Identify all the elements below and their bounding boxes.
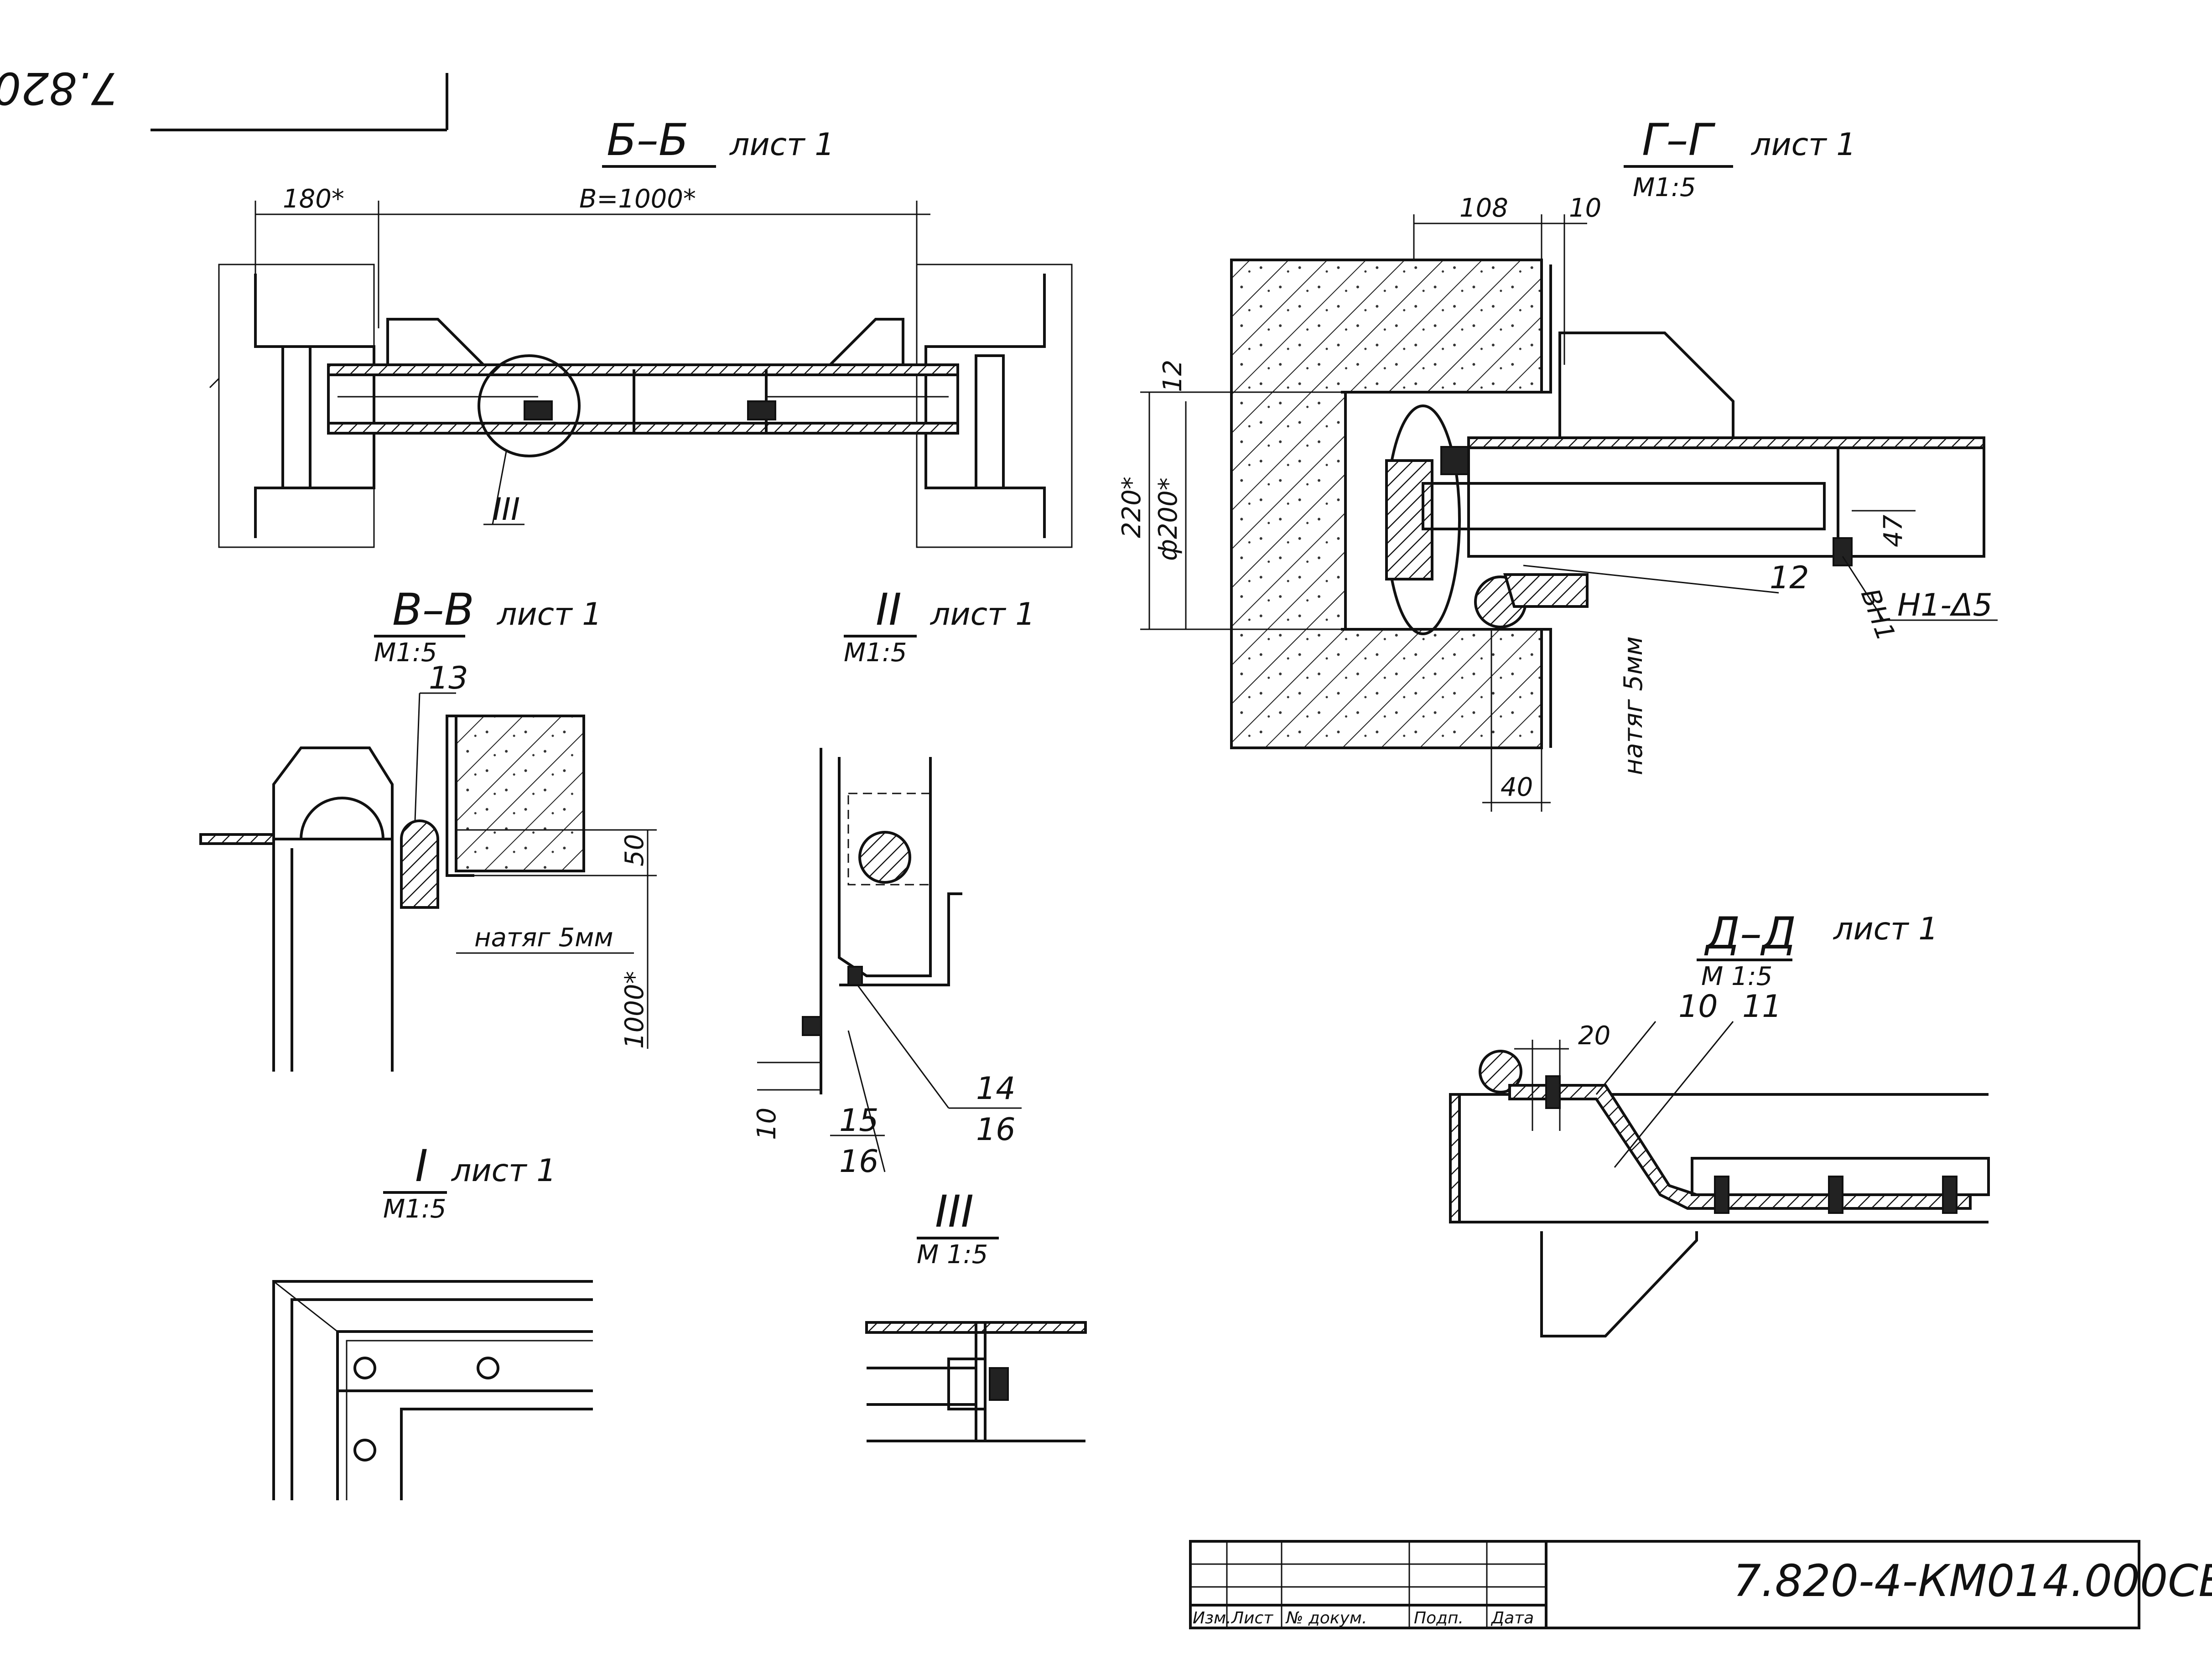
section-gg-scale: М1:5 bbox=[1633, 173, 1696, 202]
reversed-stamp-text: 7.820-4-КМ014.000 bbox=[0, 62, 119, 114]
gg-dim-12: 12 bbox=[1158, 360, 1188, 392]
section-bb-sheet: лист 1 bbox=[729, 127, 835, 163]
gg-tension: натяг 5мм bbox=[1619, 636, 1648, 775]
ii-part-15: 15 bbox=[839, 1103, 879, 1139]
section-vv-title: В–В bbox=[392, 584, 474, 635]
tb-header-date: Дата bbox=[1490, 1609, 1534, 1627]
bb-dim-left: 180* bbox=[283, 184, 344, 214]
section-gg-sheet: лист 1 bbox=[1750, 127, 1856, 163]
section-ii-sheet: лист 1 bbox=[929, 596, 1035, 632]
vv-tension: натяг 5мм bbox=[474, 923, 613, 953]
gg-dim-40: 40 bbox=[1501, 772, 1533, 802]
section-bb-title: Б–Б bbox=[607, 114, 689, 166]
dd-dim-20: 20 bbox=[1578, 1021, 1610, 1051]
node-i-title: I bbox=[415, 1140, 428, 1192]
vv-dim-1000: 1000* bbox=[620, 971, 649, 1049]
tb-header-doc: № докум. bbox=[1285, 1609, 1367, 1627]
section-vv-scale: М1:5 bbox=[374, 638, 437, 668]
ii-part-16b: 16 bbox=[839, 1144, 879, 1180]
vv-part-13: 13 bbox=[429, 660, 468, 696]
node-iii-scale: М 1:5 bbox=[917, 1240, 988, 1270]
section-gg-title: Г–Г bbox=[1642, 114, 1715, 166]
gg-part-12: 12 bbox=[1770, 560, 1809, 596]
vv-dim-50: 50 bbox=[620, 834, 649, 866]
node-iii: III М 1:5 bbox=[865, 1186, 1087, 1442]
tb-header-list: Лист bbox=[1231, 1609, 1273, 1627]
node-i-sheet: лист 1 bbox=[451, 1153, 556, 1189]
gg-dim-47: 47 bbox=[1879, 514, 1908, 547]
tb-header-izm: Изм. bbox=[1193, 1609, 1231, 1627]
section-ii-title: II bbox=[876, 584, 902, 635]
reversed-stamp: 7.820-4-КМ014.000 bbox=[0, 62, 448, 131]
node-iii-title: III bbox=[935, 1186, 974, 1237]
section-ii-scale: М1:5 bbox=[844, 638, 907, 668]
section-dd-scale: М 1:5 bbox=[1701, 962, 1772, 991]
dd-part-10: 10 bbox=[1678, 989, 1718, 1025]
gg-weld-h1: Н1-Δ5 bbox=[1897, 587, 1993, 623]
tb-drawing-code: 7.820-4-КМ014.000СБ bbox=[1733, 1555, 2212, 1607]
ii-part-16a: 16 bbox=[976, 1112, 1016, 1148]
gg-dim-108: 108 bbox=[1459, 193, 1508, 223]
section-dd: Д–Д лист 1 М 1:5 20 10 11 bbox=[1449, 908, 1990, 1337]
title-block: Изм. Лист № докум. Подп. Дата 7.820-4-КМ… bbox=[1189, 1540, 2212, 1629]
bb-callout-label: III bbox=[493, 492, 520, 528]
section-vv-sheet: лист 1 bbox=[496, 596, 602, 632]
section-dd-sheet: лист 1 bbox=[1833, 911, 1938, 947]
gg-weld-vn1: ВН1 bbox=[1855, 585, 1901, 645]
section-ii: II лист 1 М1:5 10 14 16 15 16 bbox=[752, 584, 1035, 1180]
section-bb: Б–Б лист 1 180* B=1000* bbox=[209, 114, 1073, 548]
node-i-scale: М1:5 bbox=[383, 1194, 446, 1224]
bb-dim-width: B=1000* bbox=[579, 184, 696, 214]
ii-dim-10: 10 bbox=[752, 1108, 782, 1140]
section-vv: В–В лист 1 М1:5 50 натяг 5мм 1000* 13 bbox=[199, 584, 657, 1072]
gg-dim-220: 220* bbox=[1117, 477, 1147, 538]
node-i: I лист 1 М1:5 bbox=[272, 1140, 593, 1500]
gg-dim-d200: ф200* bbox=[1153, 477, 1183, 561]
section-gg: Г–Г лист 1 М1:5 108 10 12 220* ф200* bbox=[1117, 114, 1998, 812]
ii-part-14: 14 bbox=[976, 1071, 1016, 1107]
dd-part-11: 11 bbox=[1742, 989, 1782, 1025]
gg-dim-10: 10 bbox=[1569, 193, 1601, 223]
section-dd-title: Д–Д bbox=[1704, 908, 1796, 959]
tb-header-sign: Подп. bbox=[1414, 1609, 1464, 1627]
